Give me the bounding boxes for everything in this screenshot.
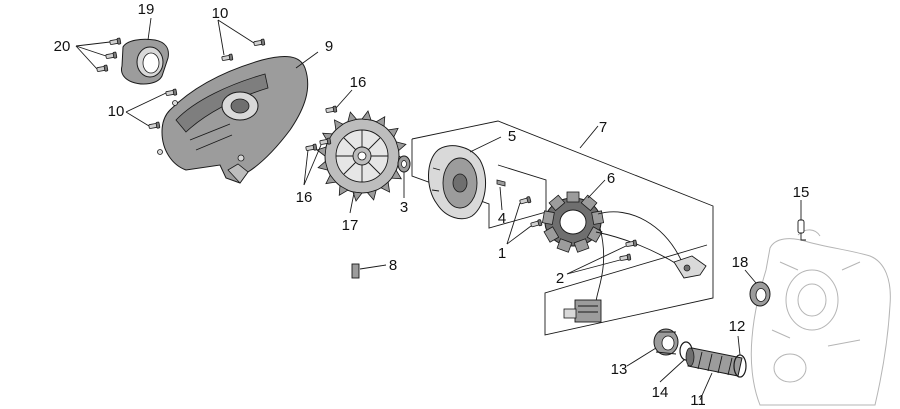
collar-screw-c [96,64,109,74]
fan-screw-b [305,143,318,153]
shaft-sleeve [685,347,743,377]
transmission-cover [157,55,309,184]
oil-seal [749,281,771,307]
bushing [653,328,679,356]
flywheel-nut [397,155,411,173]
callout-11: 11 [690,392,706,409]
cover-screw-top-b [253,38,266,48]
pickup-screw-a [625,239,638,249]
pickup-sensor [673,255,707,279]
callout-5: 5 [508,128,516,145]
crankcase-outline [750,229,891,406]
callout-19: 19 [138,1,155,18]
callout-8: 8 [389,257,397,274]
duct-collar [121,38,169,85]
collar-screw-a [109,37,122,47]
callout-17: 17 [342,217,359,234]
callout-2: 2 [556,270,564,287]
group-box-4-outline [411,139,547,229]
group-box-7-outline [411,120,714,336]
cover-screw-top-a [221,53,234,63]
callout-15: 15 [793,184,810,201]
wire-clip [797,219,806,241]
callout-16-top: 16 [350,74,367,91]
callout-4: 4 [498,210,506,227]
fan-screw-a [325,105,338,115]
stator-screw-b [529,219,543,229]
fan-screw-c [319,137,332,147]
collar-screw-b [105,51,118,61]
callout-12: 12 [729,318,746,335]
callout-3: 3 [400,199,408,216]
callout-9: 9 [325,38,333,55]
cooling-fan [316,110,408,202]
stator-screw-a [518,196,532,206]
callout-13: 13 [611,361,628,378]
callout-10-left: 10 [108,103,125,120]
stator-wiring [595,211,683,307]
stator-coil [541,191,605,253]
leader-lines [75,17,802,401]
flywheel-rotor [428,145,486,220]
spring-clip [351,263,360,279]
pickup-screw-b [619,253,632,263]
callout-6: 6 [607,170,615,187]
callout-16-bottom: 16 [296,189,313,206]
callout-14: 14 [652,384,669,401]
cover-screw-left-b [148,121,161,131]
callout-20: 20 [54,38,71,55]
callout-10-top: 10 [212,5,229,22]
callout-1: 1 [498,245,506,262]
cover-screw-left-a [165,88,178,98]
callout-labels: 19 20 10 9 10 16 16 17 3 5 7 6 4 1 2 8 1… [54,1,810,409]
callout-7: 7 [599,119,607,136]
wiring-connector [563,299,602,323]
callout-18: 18 [732,254,749,271]
woodruff-key [496,179,506,187]
